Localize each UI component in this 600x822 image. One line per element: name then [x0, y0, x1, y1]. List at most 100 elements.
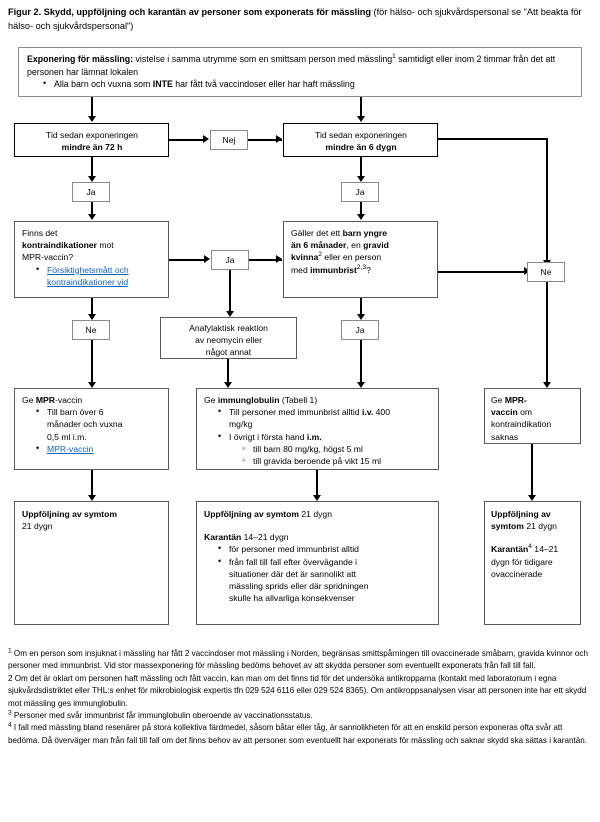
outcome-right-line2: symtom 21 dygn [491, 520, 577, 532]
outcome-right-bold1-l2: symtom [491, 521, 524, 532]
outcome-mid-line1: Uppföljning av symtom 21 dygn [204, 508, 434, 520]
outcome-mid-bullet-list: för personer med immunbrist alltid från … [204, 542, 434, 605]
anaphylaxis-line3: något annat [205, 347, 252, 358]
footnote-4-text: I fall med mässling bland resenärer på s… [8, 723, 587, 745]
pill-ne-left: Ne [72, 320, 110, 340]
outcome-right-bold2: Karantän [491, 544, 529, 555]
footnote-2-text: 2 Om det är oklart om personen haft mäss… [8, 673, 587, 708]
outcome-mid-rest1: 21 dygn [299, 509, 332, 519]
ig-lead-post: (Tabell 1) [279, 395, 318, 405]
connector-ja-to-child-box [360, 202, 362, 215]
contra-bold: kontraindikationer [22, 240, 97, 251]
list-item: till gravida beroende på vikt 15 ml [242, 454, 434, 467]
mprc-l2: vaccin om [491, 406, 577, 418]
list-item: för personer med immunbrist alltid [218, 542, 434, 555]
connector-mpr-to-outcome-left [91, 470, 93, 496]
connector-child-to-ne [438, 271, 526, 273]
footnote-3-marker: 3 [8, 709, 12, 717]
connector-6dygn-right-segment [438, 138, 548, 140]
connector-ja-mid-to-child [249, 259, 282, 261]
exposure-bullet-post: har fått två vaccindoser eller har haft … [172, 79, 355, 90]
decision-contraindications-box[interactable]: Finns det kontraindikationer mot MPR-vac… [14, 221, 169, 298]
outcome-mid-line2: Karantän 14–21 dygn [204, 531, 434, 543]
exposure-text: Exponering för mässling: vistelse i samm… [27, 53, 575, 78]
ig-sub-list: till barn 80 mg/kg, högst 5 ml till grav… [229, 442, 434, 467]
ig-b2-pre: I övrigt i första hand [229, 431, 307, 442]
footnote-2: 2 Om det är oklart om personen haft mäss… [8, 673, 593, 710]
connector-mprc-to-outcome-right [531, 444, 533, 496]
outcome-right-bold1-l1: Uppföljning av [491, 509, 551, 519]
outcome-mid-bold1: Uppföljning av symtom [204, 509, 300, 519]
child-sup-1: 2 [318, 251, 322, 259]
connector-ne-far-right-down [546, 282, 548, 383]
arrow-contra-to-ja [204, 255, 210, 263]
pill-ja-right: Ja [341, 182, 379, 202]
link-mpr-vaccin[interactable]: MPR-vaccin [47, 443, 94, 454]
ig-b1-post: 400 [373, 407, 390, 418]
outcome-mid-b2-l4: skulle ha allvarliga konsekvenser [229, 593, 355, 604]
mpr-bullet-list: Till barn över 6 månader och vuxna 0,5 m… [22, 405, 164, 455]
contra-line1-text: Finns det [22, 228, 58, 238]
contra-line2: kontraindikationer mot [22, 239, 164, 251]
list-item[interactable]: Försiktighetsmått och kontraindikationer… [36, 263, 164, 288]
action-give-immunoglobulin-box: Ge immunglobulin (Tabell 1) Till persone… [196, 388, 439, 470]
list-item: från fall till fall efter övervägande i … [218, 555, 434, 605]
connector-ne-to-mpr [91, 340, 93, 383]
outcome-right-l4: ovaccinerade [491, 568, 543, 579]
connector-right-down-to-ne [546, 138, 548, 262]
arrow-nej-to-6dygn [276, 135, 282, 143]
list-item: Till personer med immunbrist alltid i.v.… [218, 405, 434, 430]
child-p2: , en [346, 240, 364, 251]
arrow-child-to-ja [357, 314, 365, 320]
pill-ja-mid: Ja [211, 250, 249, 270]
mpr-lead-post: -vaccin [54, 395, 83, 405]
footnote-3-text: Personer med svår immunbrist får immungl… [11, 711, 313, 721]
ig-b2-bold: i.m. [306, 431, 322, 442]
pill-ne-far-right: Ne [527, 262, 565, 282]
child-b5: immunbrist [310, 264, 357, 275]
exposure-body-2: samtidigt eller inom 2 timmar från det a… [27, 54, 556, 77]
list-item[interactable]: MPR-vaccin [36, 442, 164, 455]
pill-ja-left: Ja [72, 182, 110, 202]
arrow-ja-immun-to-ig [357, 382, 365, 388]
child-b1: barn yngre [342, 228, 388, 238]
arrow-ja-to-child-box [357, 214, 365, 220]
arrow-mpr-to-outcome-left [88, 495, 96, 501]
arrow-contra-to-ne [88, 314, 96, 320]
decision-time-under-72h[interactable]: Tid sedan exponeringen mindre än 72 h [14, 123, 169, 157]
decision-72h-line2: mindre än 72 h [61, 142, 123, 153]
arrow-ne-to-mpr [88, 382, 96, 388]
footnote-3: 3 Personer med svår immunbrist får immun… [8, 710, 593, 722]
exposure-bullet-list: Alla barn och vuxna som INTE har fått tv… [27, 77, 575, 91]
page-title: Figur 2. Skydd, uppföljning och karantän… [8, 6, 592, 33]
decision-72h-line1: Tid sedan exponeringen [46, 130, 138, 140]
outcome-right-l3: dygn för tidigare [491, 556, 553, 567]
footnote-4: 4 I fall med mässling bland resenärer på… [8, 722, 593, 747]
child-b2: än 6 månader [291, 240, 347, 251]
arrow-ja-mid-to-child [276, 255, 282, 263]
child-p5: ? [366, 264, 371, 275]
outcome-followup-quarantine-right-box: Uppföljning av symtom 21 dygn Karantän4 … [484, 501, 581, 625]
decision-child-pregnant-immunodeficient[interactable]: Gäller det ett barn yngre än 6 månader, … [283, 221, 438, 298]
footnote-1-marker: 1 [8, 647, 12, 655]
link-precautions-line1[interactable]: Försiktighetsmått och [47, 264, 129, 275]
child-b4: kvinna [291, 252, 319, 263]
footnotes-section: 1 Om en person som insjuknat i mässling … [8, 648, 593, 747]
decision-time-under-6-dygn[interactable]: Tid sedan exponeringen mindre än 6 dygn [283, 123, 438, 157]
outcome-right-spacer [491, 532, 577, 543]
mpr-lead-pre: Ge [22, 395, 36, 405]
child-p3: eller en person [321, 252, 382, 263]
exposure-bullet-bold: INTE [152, 79, 173, 90]
mprc-l1-pre: Ge [491, 395, 505, 405]
arrow-72h-to-nej [203, 135, 209, 143]
child-p4: med [291, 264, 311, 275]
anaphylaxis-box: Anafylaktisk reaktion av neomycin eller … [160, 317, 297, 359]
connector-nej-to-6dygn [248, 139, 282, 141]
connector-contra-to-ne [91, 298, 93, 316]
exposure-definition-box: Exponering för mässling: vistelse i samm… [18, 47, 582, 97]
child-box-text: Gäller det ett barn yngre än 6 månader, … [291, 227, 433, 276]
outcome-right-rest2: 14–21 [531, 544, 559, 555]
connector-ja-mid-down [229, 270, 231, 312]
link-precautions-line2[interactable]: kontraindikationer vid [47, 276, 129, 287]
outcome-mid-b2-l3: mässling sprids eller där spridningen [229, 581, 369, 592]
